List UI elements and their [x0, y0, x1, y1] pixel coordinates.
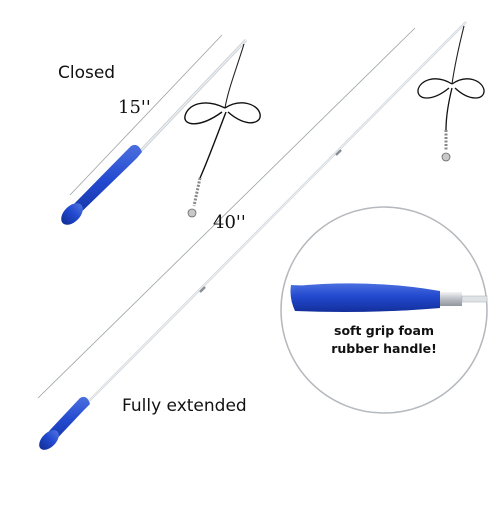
callout-line-2: rubber handle!: [331, 341, 437, 356]
extended-measure-line: [37, 27, 416, 399]
callout-rod: [461, 295, 488, 303]
handle-callout: [280, 206, 488, 414]
closed-label: Closed: [58, 63, 116, 83]
closed-handle: [66, 144, 142, 227]
closed-wand: [61, 38, 261, 227]
callout-line-1: soft grip foam: [334, 323, 434, 338]
closed-lure-loop-right: [224, 102, 261, 124]
closed-lure-loop-left: [184, 102, 226, 125]
callout-ferrule: [440, 292, 462, 306]
fully-extended-label: Fully extended: [122, 396, 247, 416]
callout-caption: soft grip foam rubber handle!: [296, 322, 472, 358]
extended-string: [451, 25, 465, 85]
closed-measure-line: [69, 34, 223, 196]
extended-lure-loop-left: [417, 78, 453, 99]
extended-length-label: 40'': [213, 212, 246, 233]
extended-wand: [39, 21, 485, 450]
extended-lure-loop-right: [451, 78, 485, 99]
closed-chain: [192, 177, 202, 207]
closed-length-label: 15'': [118, 97, 151, 118]
closed-string: [224, 43, 245, 109]
closed-bell: [187, 208, 197, 218]
extended-bell: [441, 152, 451, 162]
